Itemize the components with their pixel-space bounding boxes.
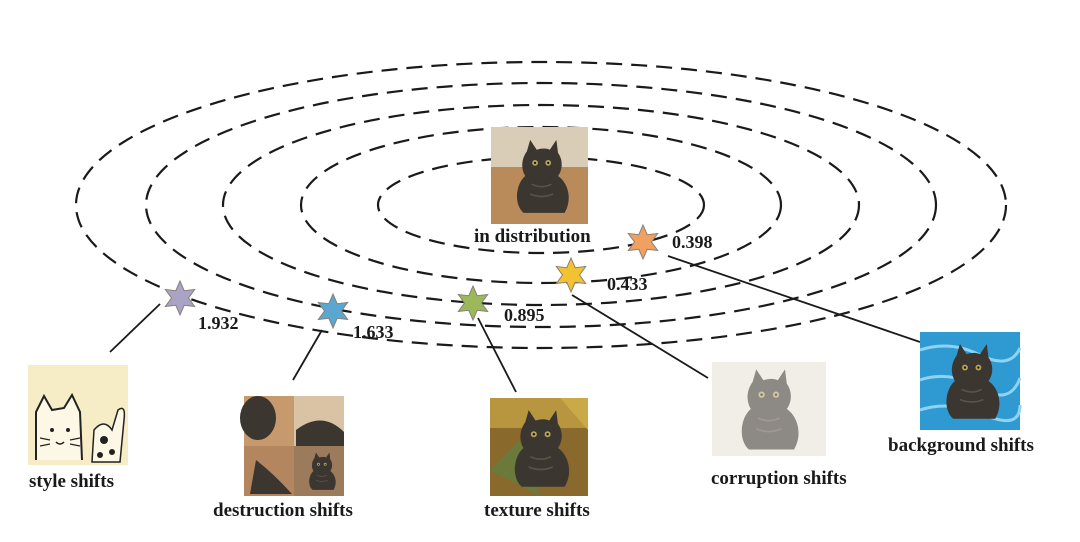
in-distribution-image [491, 127, 588, 224]
connector-corruption [571, 294, 709, 379]
ring-4 [144, 81, 938, 329]
connector-destruction [292, 329, 323, 381]
ring-2 [299, 125, 783, 285]
distance-value-background: 0.398 [672, 232, 713, 252]
background-shifts-label: background shifts [888, 435, 1034, 456]
corruption-shifts-image [712, 362, 826, 456]
distance-value-corruption: 0.433 [607, 274, 648, 294]
ring-3 [221, 103, 861, 307]
star-destruction [317, 292, 349, 330]
distance-value-destruction: 1.633 [353, 322, 394, 342]
ring-5 [74, 60, 1008, 350]
distance-value-style: 1.932 [198, 313, 239, 333]
connector-texture [477, 317, 517, 393]
star-markers [164, 223, 659, 330]
connector-style [109, 303, 161, 353]
distance-rings [74, 60, 1008, 350]
background-shifts-image [919, 332, 1022, 430]
distance-value-texture: 0.895 [504, 305, 545, 325]
texture-shifts-image [490, 398, 588, 496]
in-distribution-label: in distribution [474, 226, 591, 247]
star-texture [457, 284, 489, 322]
connector-background [667, 255, 921, 343]
star-corruption [555, 256, 587, 294]
destruction-shifts-label: destruction shifts [213, 500, 353, 521]
style-shifts-image [28, 365, 128, 465]
star-style [164, 279, 196, 317]
style-shifts-label: style shifts [29, 471, 114, 492]
destruction-shifts-image [240, 396, 344, 496]
texture-shifts-label: texture shifts [484, 500, 590, 521]
corruption-shifts-label: corruption shifts [711, 468, 847, 489]
star-background [627, 223, 659, 261]
